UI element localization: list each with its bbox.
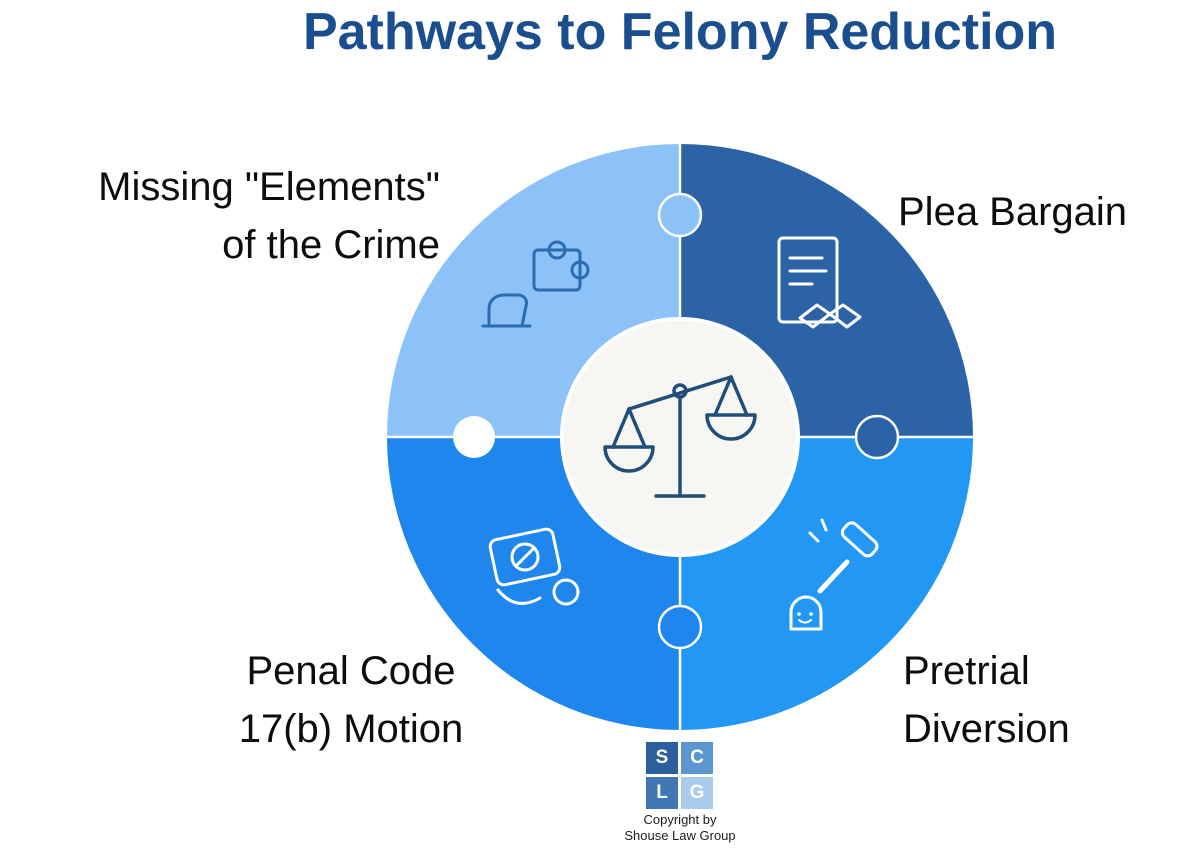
gavel-person-icon	[789, 518, 879, 631]
label-penal-code: Penal Code 17(b) Motion	[212, 642, 490, 758]
person-eye-right	[809, 612, 813, 616]
person-body	[789, 595, 823, 631]
hand-shape	[487, 293, 528, 328]
person-smile	[798, 619, 812, 624]
denied-sign-board	[488, 527, 562, 587]
denied-sign-hand-icon	[488, 527, 580, 606]
scale-beam	[627, 375, 733, 411]
label-missing-elements: Missing "Elements" of the Crime	[0, 158, 440, 274]
puzzle-notch-left	[453, 416, 495, 458]
sclg-logo: S C L G	[646, 742, 713, 809]
scale-left-pan	[603, 445, 655, 473]
logo-square-s: S	[646, 742, 678, 774]
label-line: Penal Code	[246, 649, 456, 693]
scale-right-hanger-b	[729, 375, 749, 417]
hand-puzzle-icon	[481, 240, 590, 328]
prohibition-circle	[510, 542, 540, 572]
puzzle-tab-right	[854, 414, 900, 460]
puzzle-nub-right	[570, 260, 590, 280]
gavel-handle	[817, 559, 850, 594]
holding-arm	[496, 588, 542, 605]
prohibition-slash	[514, 546, 536, 568]
label-line: Plea Bargain	[898, 190, 1128, 234]
puzzle-piece-body	[532, 248, 582, 292]
balance-scale-icon	[603, 375, 757, 498]
puzzle-nub-top	[547, 240, 567, 260]
scale-left-hanger-a	[611, 407, 631, 449]
label-line: Missing "Elements"	[98, 165, 440, 209]
logo-square-l: L	[646, 777, 678, 809]
gavel-head	[840, 521, 879, 558]
scale-left-hanger-b	[627, 407, 647, 449]
gavel-motion-line-2	[820, 518, 828, 532]
label-pretrial-diversion: Pretrial Diversion	[903, 642, 1070, 758]
logo-square-c: C	[681, 742, 713, 774]
label-line: 17(b) Motion	[238, 707, 464, 751]
puzzle-tab-top	[657, 192, 703, 238]
copyright-line-2: Shouse Law Group	[624, 828, 736, 843]
scale-right-pan	[705, 413, 757, 441]
scale-right-hanger-a	[713, 375, 733, 417]
handshake-hand-right	[828, 303, 862, 329]
label-line: Diversion	[903, 707, 1070, 751]
puzzle-tab-bottom	[657, 604, 703, 650]
page-title: Pathways to Felony Reduction	[302, 3, 1058, 61]
label-plea-bargain: Plea Bargain	[898, 183, 1127, 241]
contract-handshake-icon	[777, 236, 862, 329]
gavel-motion-line-1	[808, 531, 820, 543]
label-line: Pretrial	[903, 649, 1030, 693]
person-eye-left	[797, 612, 801, 616]
logo-square-g: G	[681, 777, 713, 809]
copyright-footer: Copyright by Shouse Law Group	[530, 812, 830, 844]
label-line: of the Crime	[222, 223, 440, 267]
copyright-line-1: Copyright by	[643, 812, 717, 827]
holding-hand	[552, 578, 580, 606]
